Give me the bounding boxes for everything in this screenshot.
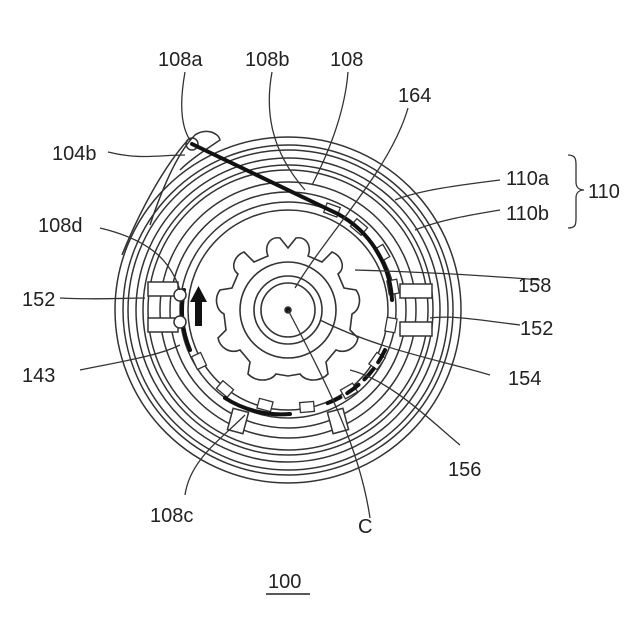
label-108d: 108d [38,215,83,237]
figure-number: 100 [266,571,310,594]
label-108a: 108a [158,49,203,71]
label-110a: 110a [506,168,550,190]
label-143: 143 [22,365,55,387]
label-156: 156 [448,459,481,481]
wire-segment-108b [192,144,338,214]
direction-arrow-icon [190,286,207,326]
label-108b: 108b [245,49,290,71]
figure-number-text: 100 [268,571,301,593]
label-152-left: 152 [22,289,55,311]
label-152-right: 152 [520,318,553,340]
label-110b: 110b [506,203,549,225]
label-158: 158 [518,275,551,297]
rotor-gear [217,238,360,380]
label-c: C [358,516,372,538]
label-110: 110 [588,181,620,203]
label-108: 108 [330,49,363,71]
label-108c: 108c [150,505,193,527]
label-164: 164 [398,85,431,107]
group-brace-110 [568,155,584,228]
label-154: 154 [508,368,541,390]
label-104b: 104b [52,143,97,165]
